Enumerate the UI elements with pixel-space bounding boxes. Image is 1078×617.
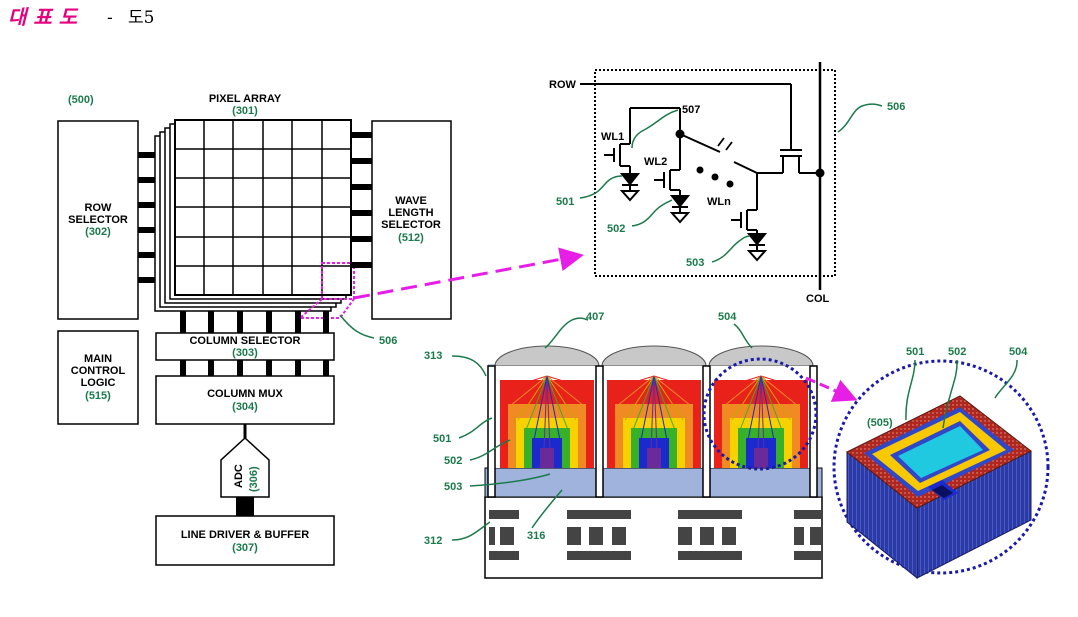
column-selector-box bbox=[155, 332, 335, 361]
row-selector-connectors bbox=[138, 152, 160, 283]
row-selector-box bbox=[57, 120, 139, 320]
title-dash: - bbox=[107, 8, 113, 28]
main-control-line2: CONTROL bbox=[71, 365, 126, 377]
wl2-label: WL2 bbox=[644, 156, 667, 168]
row-selector-line1: ROW bbox=[85, 202, 113, 214]
light-rays-2 bbox=[608, 375, 700, 451]
col-label: COL bbox=[806, 293, 830, 305]
line-driver-label: LINE DRIVER & BUFFER bbox=[181, 529, 309, 541]
n316-label: 316 bbox=[527, 530, 545, 542]
title-figure-number: 도5 bbox=[128, 8, 154, 28]
n504-cs-label: 504 bbox=[718, 311, 737, 323]
magenta-arrow-to-circuit bbox=[353, 247, 584, 300]
row-label: ROW bbox=[549, 79, 577, 91]
callout-506-leader bbox=[339, 314, 375, 339]
n505-iso-label: (505) bbox=[867, 417, 893, 429]
pdn-diode bbox=[746, 233, 768, 246]
main-control-line3: LOGIC bbox=[81, 377, 116, 389]
wl1-label: WL1 bbox=[601, 131, 624, 143]
adc-num: (306) bbox=[248, 466, 260, 492]
n501-cs-label: 501 bbox=[433, 433, 451, 445]
pd1-ground bbox=[619, 190, 641, 202]
circuit-dotted-frame bbox=[594, 69, 836, 277]
n312-label: 312 bbox=[424, 535, 442, 547]
row-selector-line2: SELECTOR bbox=[68, 214, 128, 226]
pd2-diode bbox=[669, 195, 691, 208]
pd1-diode bbox=[619, 173, 641, 186]
iso-cyan-ring bbox=[898, 426, 983, 478]
title-korean: 대 표 도 bbox=[8, 5, 79, 29]
adc-shape bbox=[220, 436, 270, 498]
wave-selector-num: (512) bbox=[398, 232, 424, 244]
cross-section-callouts bbox=[451, 317, 753, 541]
iso-callouts bbox=[905, 359, 1018, 429]
iso-center-hole bbox=[932, 485, 953, 498]
pixel-array-gridlines bbox=[175, 120, 351, 295]
light-rays-1 bbox=[501, 375, 593, 451]
ellipsis-dot1 bbox=[696, 166, 704, 174]
ellipsis-dot3 bbox=[726, 180, 734, 188]
n313-label: 313 bbox=[424, 350, 442, 362]
main-control-num: (515) bbox=[85, 390, 111, 402]
wave-selector-line1: WAVE bbox=[395, 195, 427, 207]
n501-iso-label: 501 bbox=[906, 346, 924, 358]
column-selector-label: COLUMN SELECTOR bbox=[189, 335, 300, 347]
sense-diag2 bbox=[733, 161, 758, 174]
pixel-array-label: PIXEL ARRAY bbox=[209, 93, 282, 105]
row-selector-num: (302) bbox=[85, 226, 111, 238]
cross-section: 407 504 313 501 502 503 312 316 bbox=[424, 311, 858, 579]
pixel-circuit: ROW COL bbox=[549, 62, 905, 305]
n503-cs-label: 503 bbox=[444, 481, 462, 493]
main-control-box bbox=[57, 330, 139, 425]
light-rays-3 bbox=[715, 375, 807, 451]
n504-iso-label: 504 bbox=[1009, 346, 1028, 358]
n503-label: 503 bbox=[686, 257, 704, 269]
column-connectors bbox=[180, 311, 329, 376]
circuit-callouts bbox=[579, 103, 883, 263]
zoom-ellipse bbox=[702, 357, 818, 471]
figure-title: 대 표 도 - 도5 bbox=[8, 5, 154, 29]
block-diagram: (500) ROW SELECTOR (302) PIXEL ARRAY (30… bbox=[57, 93, 584, 566]
pixel-highlight-trace bbox=[297, 298, 355, 319]
n506-label: 506 bbox=[887, 101, 905, 113]
column-mux-label: COLUMN MUX bbox=[207, 388, 283, 400]
adc-label: ADC bbox=[233, 464, 245, 488]
pixel-array-num: (301) bbox=[232, 105, 258, 117]
column-mux-num: (304) bbox=[232, 401, 258, 413]
wave-selector-connectors bbox=[351, 132, 372, 268]
pd2-ground bbox=[669, 212, 691, 224]
callout-506-text: 506 bbox=[379, 335, 397, 347]
n502-cs-label: 502 bbox=[444, 455, 462, 467]
n502-iso-label: 502 bbox=[948, 346, 966, 358]
wln-label: WLn bbox=[707, 196, 731, 208]
isometric-pixel: 501 502 504 (505) bbox=[832, 346, 1050, 580]
n501-label: 501 bbox=[556, 196, 574, 208]
line-driver-box bbox=[155, 515, 335, 566]
sense-diag bbox=[679, 133, 721, 153]
iso-dotted-circle bbox=[832, 359, 1050, 575]
pixel-highlight-box bbox=[321, 262, 355, 300]
pixel-cell-3 bbox=[708, 345, 814, 468]
adc-output-connector bbox=[236, 497, 254, 516]
ellipsis-dot2 bbox=[711, 173, 719, 181]
break-marks bbox=[717, 137, 733, 151]
wave-selector-line3: SELECTOR bbox=[381, 219, 441, 231]
main-control-line1: MAIN bbox=[84, 353, 112, 365]
column-selector-num: (303) bbox=[232, 347, 258, 359]
n407-label: 407 bbox=[586, 311, 604, 323]
n502-label: 502 bbox=[607, 223, 625, 235]
magenta-arrow-to-iso bbox=[805, 376, 858, 402]
column-mux-box bbox=[155, 375, 335, 425]
line-driver-num: (307) bbox=[232, 542, 258, 554]
label-500: (500) bbox=[68, 94, 94, 106]
n507-label: 507 bbox=[682, 104, 700, 116]
pixel-cell-2 bbox=[601, 345, 707, 468]
substrate-layer bbox=[484, 496, 823, 579]
substrate-circuits bbox=[489, 510, 822, 560]
pdn-ground bbox=[746, 250, 768, 262]
wave-selector-line2: LENGTH bbox=[388, 207, 433, 219]
pixel-cell-1 bbox=[494, 345, 600, 468]
blue-layer bbox=[484, 467, 823, 498]
